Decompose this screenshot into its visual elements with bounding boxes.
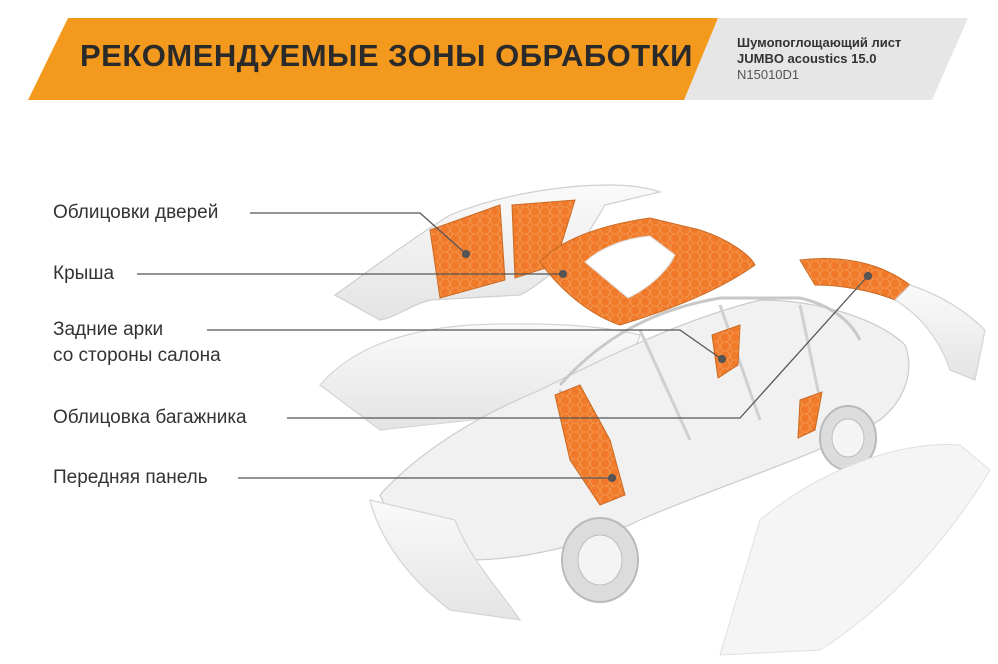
product-info: Шумопоглощающий лист JUMBO acoustics 15.… xyxy=(737,35,901,83)
label-rear-arches-line1: Задние арки xyxy=(53,319,164,340)
rear-arch-zone xyxy=(711,324,741,379)
rear-arch-zone-2 xyxy=(797,391,823,439)
sunroof-opening xyxy=(584,235,676,299)
side-door-shell xyxy=(719,443,991,656)
label-trunk-trim: Облицовка багажника xyxy=(53,407,247,428)
product-line1: Шумопоглощающий лист xyxy=(737,35,902,50)
banner-orange-panel xyxy=(28,18,718,100)
banner-gray-panel xyxy=(672,18,968,100)
product-code: N15010D1 xyxy=(737,67,800,82)
product-line2: JUMBO acoustics 15.0 xyxy=(737,51,877,66)
front-panel-zone xyxy=(554,384,626,506)
callout-line-trunk xyxy=(287,277,867,419)
callout-line-doors xyxy=(250,212,466,254)
rear-wheel xyxy=(819,405,877,471)
label-rear-arches-line2: со стороны салона xyxy=(53,345,221,366)
front-bumper xyxy=(369,499,522,621)
trunk-lid xyxy=(799,257,986,381)
label-door-trims: Облицовки дверей xyxy=(53,202,219,223)
front-wheel xyxy=(561,517,639,603)
label-front-panel: Передняя панель xyxy=(53,467,208,488)
label-roof: Крыша xyxy=(53,263,115,284)
body-frame xyxy=(379,296,910,561)
page-title: РЕКОМЕНДУЕМЫЕ ЗОНЫ ОБРАБОТКИ xyxy=(80,38,693,73)
callout-lines xyxy=(137,212,873,483)
roof-panel xyxy=(539,217,756,326)
callout-line-rear-arches xyxy=(207,329,721,359)
banner-shapes xyxy=(28,18,968,100)
header-banner: РЕКОМЕНДУЕМЫЕ ЗОНЫ ОБРАБОТКИ Шумопоглоща… xyxy=(0,0,998,110)
